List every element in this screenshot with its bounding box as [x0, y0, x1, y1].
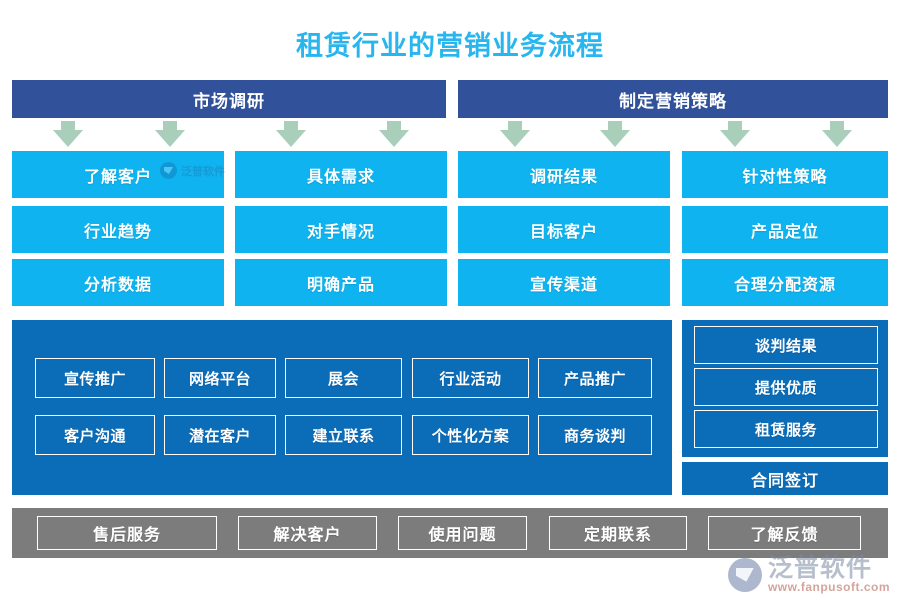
down-arrow-icon: [276, 121, 306, 147]
contract-box[interactable]: 合同签订: [682, 462, 888, 495]
brand-url: www.fanpusoft.com: [767, 580, 890, 595]
down-arrow-icon: [600, 121, 630, 147]
execution-item[interactable]: 潜在客户: [164, 415, 276, 455]
execution-item[interactable]: 宣传推广: [35, 358, 155, 398]
execution-item[interactable]: 建立联系: [285, 415, 402, 455]
item-box[interactable]: 目标客户: [458, 206, 670, 253]
execution-panel: 宣传推广 网络平台 展会 行业活动 产品推广 客户沟通 潜在客户 建立联系 个性…: [12, 320, 672, 495]
down-arrow-icon: [500, 121, 530, 147]
aftersales-bar: 售后服务 解决客户 使用问题 定期联系 了解反馈: [12, 508, 888, 558]
item-box[interactable]: 产品定位: [682, 206, 888, 253]
page-title: 租赁行业的营销业务流程: [296, 31, 604, 61]
arrow-row: [0, 121, 900, 149]
execution-item[interactable]: 网络平台: [164, 358, 276, 398]
brand-watermark: 泛普软件 www.fanpusoft.com: [727, 554, 890, 595]
aftersales-item[interactable]: 了解反馈: [708, 516, 861, 550]
negotiation-item[interactable]: 租赁服务: [694, 410, 878, 448]
stage-header-market-research: 市场调研: [12, 80, 446, 118]
aftersales-item[interactable]: 使用问题: [398, 516, 527, 550]
item-box[interactable]: 明确产品: [235, 259, 447, 306]
execution-item[interactable]: 客户沟通: [35, 415, 155, 455]
brand-name: 泛普软件: [767, 554, 872, 583]
negotiation-item[interactable]: 谈判结果: [694, 326, 878, 364]
item-box[interactable]: 分析数据: [12, 259, 224, 306]
aftersales-item[interactable]: 售后服务: [37, 516, 217, 550]
item-box[interactable]: 行业趋势: [12, 206, 224, 253]
item-box[interactable]: 合理分配资源: [682, 259, 888, 306]
stage-header-marketing-strategy: 制定营销策略: [458, 80, 888, 118]
item-box[interactable]: 对手情况: [235, 206, 447, 253]
negotiation-panel: 谈判结果 提供优质 租赁服务: [682, 320, 888, 457]
aftersales-item[interactable]: 解决客户: [238, 516, 377, 550]
down-arrow-icon: [155, 121, 185, 147]
down-arrow-icon: [720, 121, 750, 147]
fanpu-logo-icon: [727, 557, 762, 592]
item-box[interactable]: 了解客户: [12, 151, 224, 198]
down-arrow-icon: [379, 121, 409, 147]
execution-item[interactable]: 个性化方案: [412, 415, 529, 455]
execution-item[interactable]: 商务谈判: [538, 415, 652, 455]
down-arrow-icon: [822, 121, 852, 147]
aftersales-item[interactable]: 定期联系: [549, 516, 687, 550]
item-box[interactable]: 具体需求: [235, 151, 447, 198]
item-box[interactable]: 调研结果: [458, 151, 670, 198]
negotiation-item[interactable]: 提供优质: [694, 368, 878, 406]
execution-item[interactable]: 展会: [285, 358, 402, 398]
execution-item[interactable]: 产品推广: [538, 358, 652, 398]
execution-item[interactable]: 行业活动: [412, 358, 529, 398]
item-box[interactable]: 宣传渠道: [458, 259, 670, 306]
item-box[interactable]: 针对性策略: [682, 151, 888, 198]
down-arrow-icon: [53, 121, 83, 147]
